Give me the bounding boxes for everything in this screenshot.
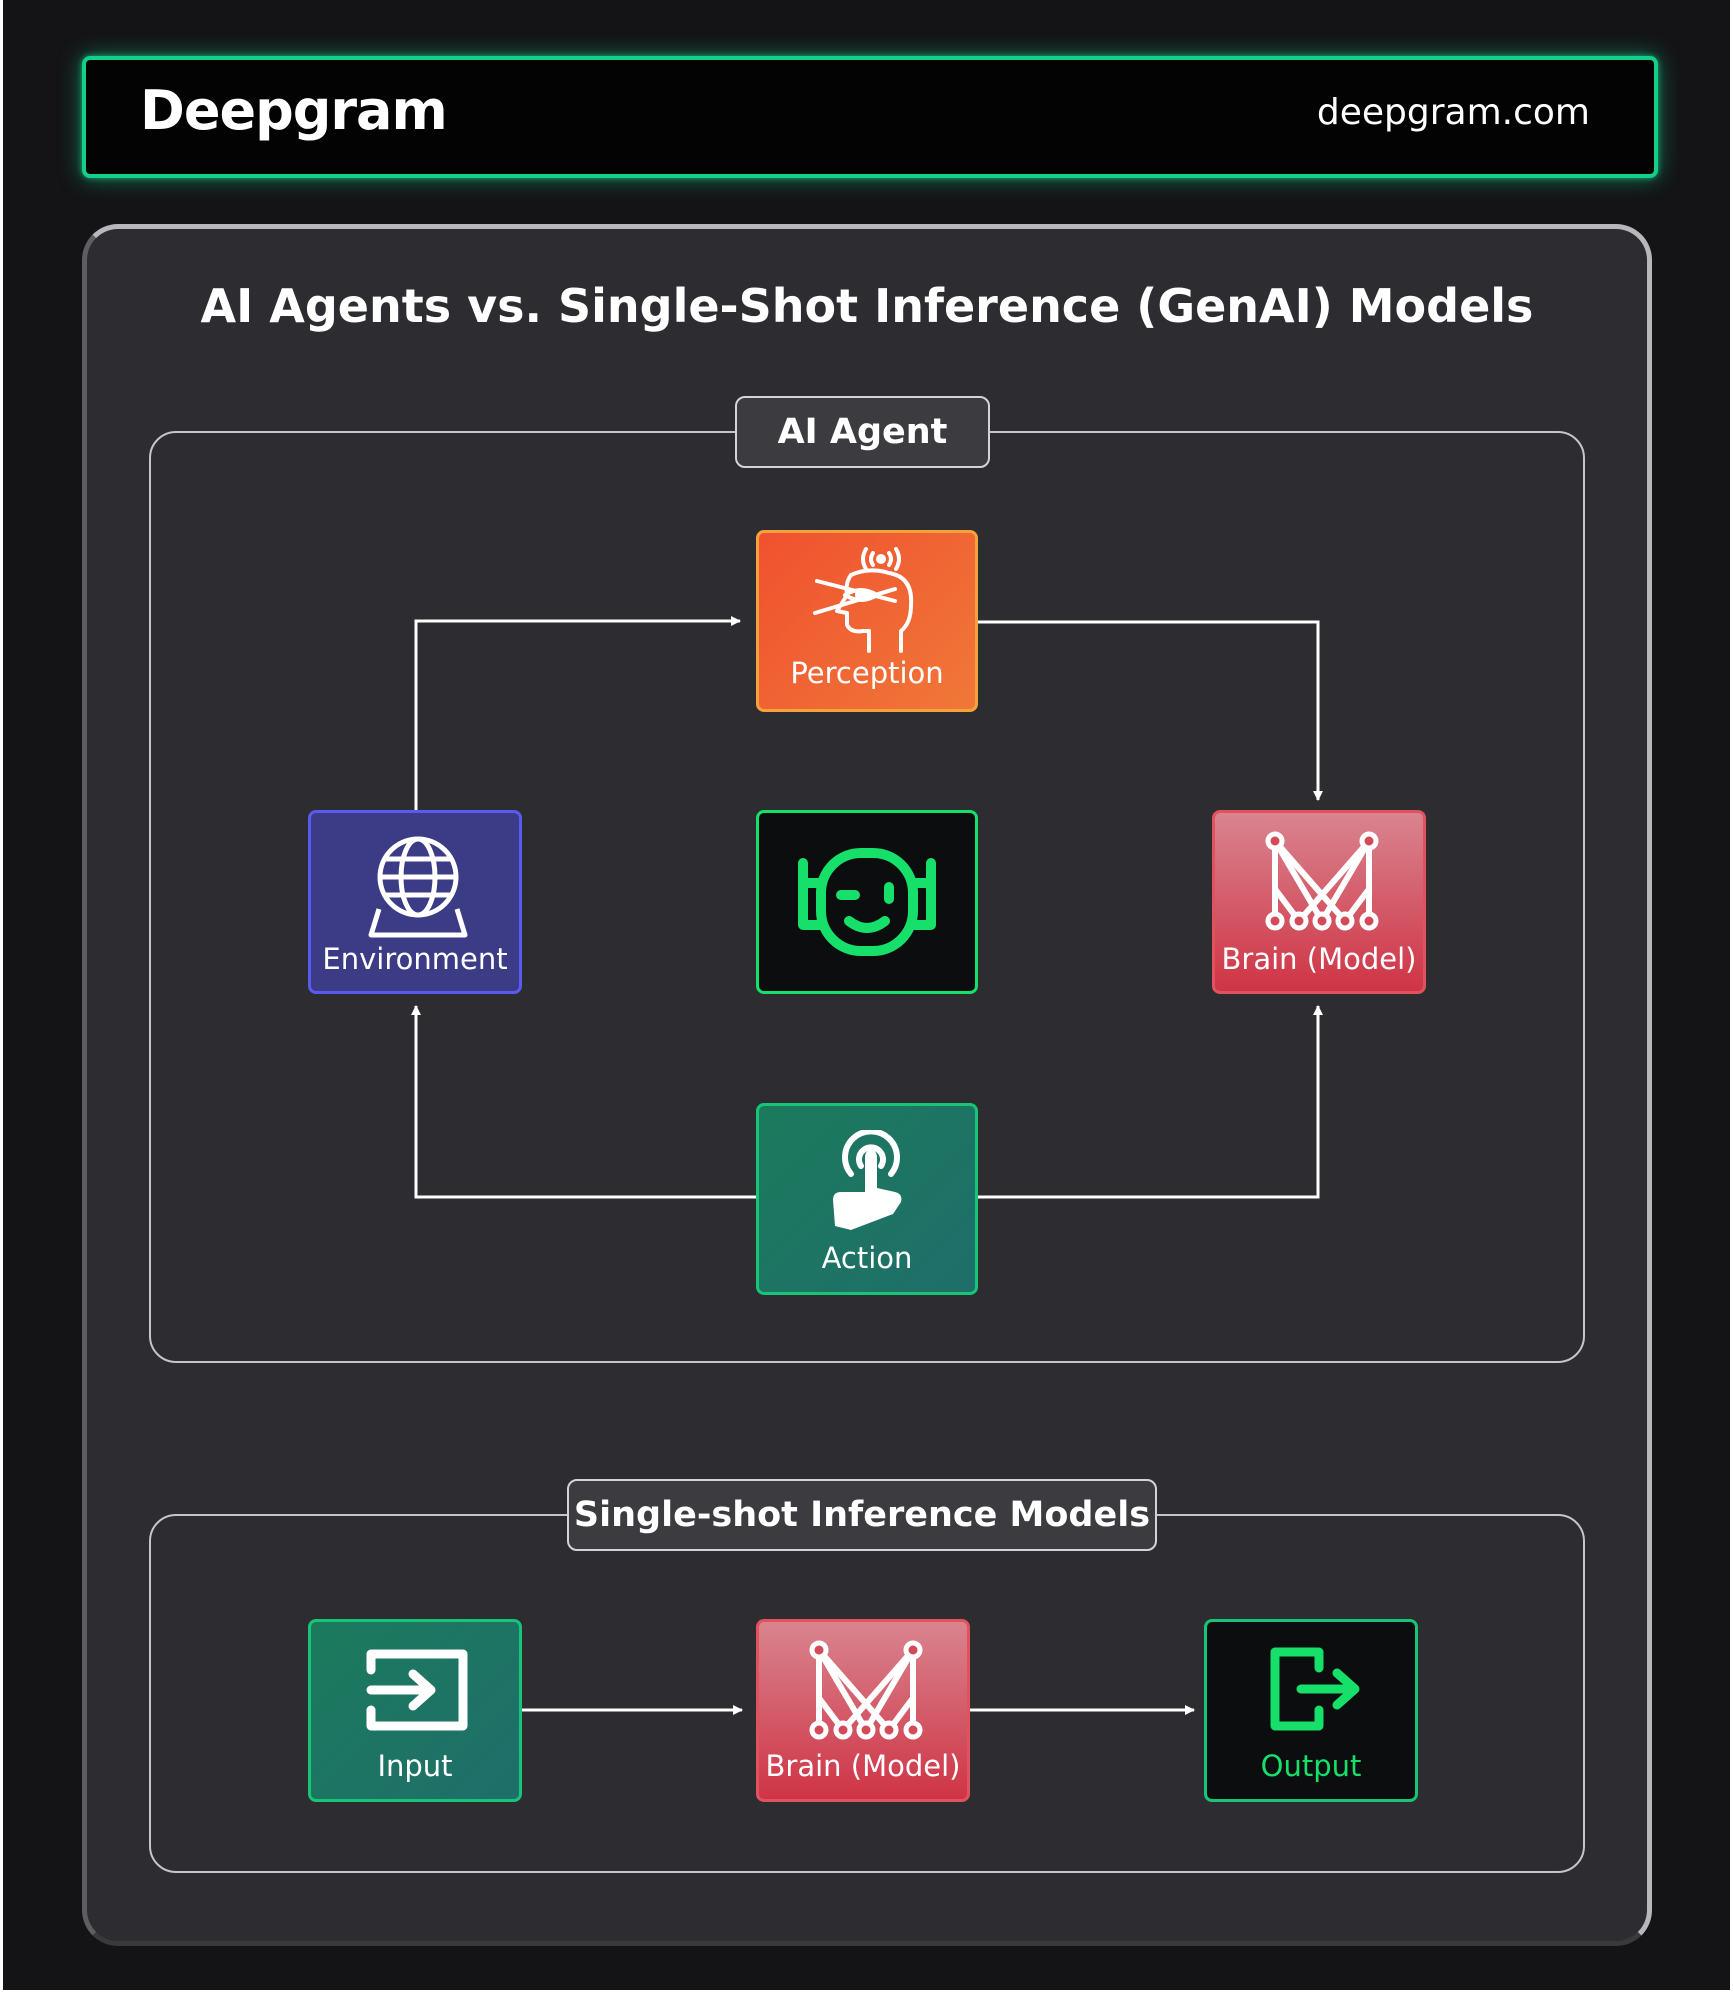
output-arrow-icon [1270, 1647, 1360, 1731]
brain-label: Brain (Model) [1221, 942, 1417, 976]
site-url: deepgram.com [1316, 92, 1590, 133]
output-node: Output [1204, 1619, 1418, 1802]
environment-node: Environment [308, 810, 522, 994]
arrow-environment-to-perception [414, 616, 741, 810]
neural-network-icon [1265, 831, 1379, 931]
single-shot-brain-node: Brain (Model) [756, 1619, 970, 1802]
arrow-action-to-brain [978, 1005, 1323, 1199]
single-shot-brain-label: Brain (Model) [765, 1749, 961, 1783]
input-arrow-icon [366, 1649, 468, 1731]
header-bar [82, 56, 1658, 178]
perception-label: Perception [790, 656, 944, 690]
arrow-perception-to-brain [978, 620, 1323, 801]
page-title: AI Agents vs. Single-Shot Inference (Gen… [200, 279, 1534, 333]
head-perception-icon [813, 547, 914, 653]
arrow-action-to-environment [411, 1005, 756, 1199]
input-node: Input [308, 1619, 522, 1802]
brand-logo: Deepgram [140, 79, 448, 142]
input-label: Input [377, 1749, 453, 1783]
tap-hand-icon [833, 1130, 902, 1230]
action-node: Action [756, 1103, 978, 1295]
brain-node: Brain (Model) [1212, 810, 1426, 994]
perception-node: Perception [756, 530, 978, 712]
globe-map-icon [368, 836, 468, 938]
single-shot-group-label: Single-shot Inference Models [567, 1479, 1157, 1551]
ai-agent-group-label: AI Agent [735, 396, 990, 468]
neural-network-icon [809, 1640, 923, 1740]
robot-face-icon [798, 848, 936, 956]
output-label: Output [1260, 1749, 1362, 1783]
agent-node [756, 810, 978, 994]
environment-label: Environment [322, 942, 508, 976]
action-label: Action [821, 1241, 913, 1275]
